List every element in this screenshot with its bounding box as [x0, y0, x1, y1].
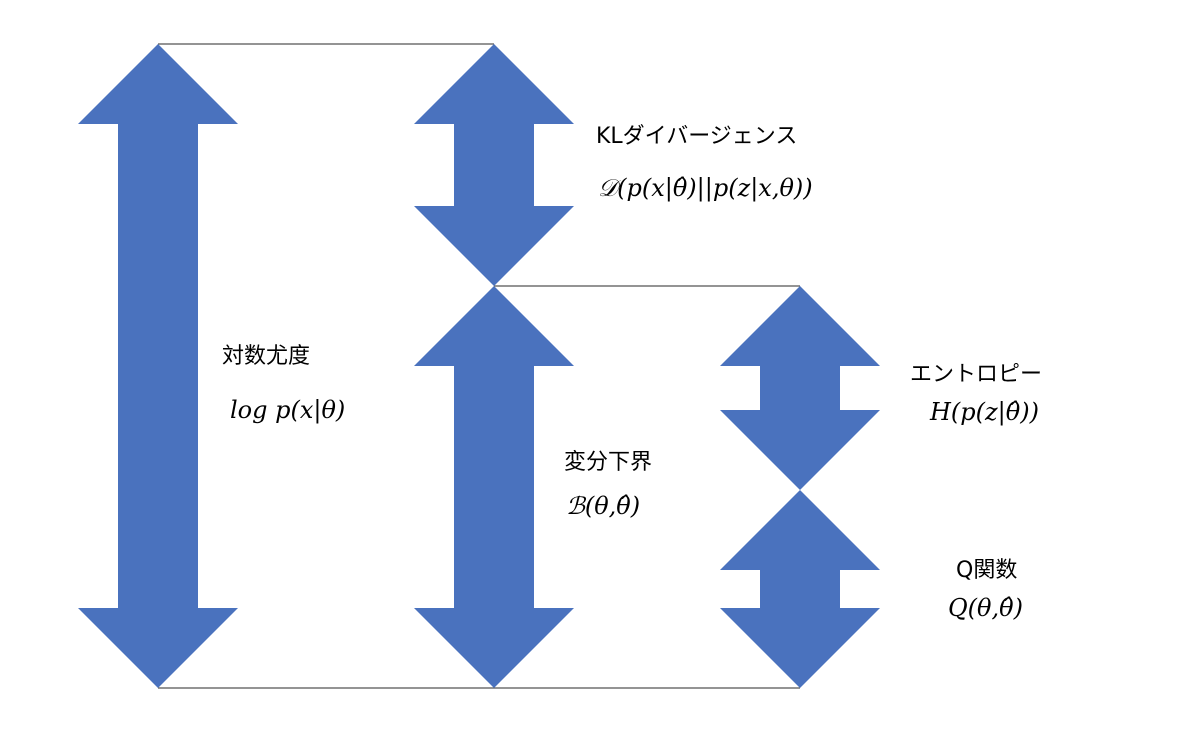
log-likelihood-label: 対数尤度: [222, 344, 311, 369]
q-function-arrow: [720, 490, 880, 688]
entropy-label: エントロピー: [910, 362, 1043, 387]
kl-divergence-label: KLダイバージェンス: [596, 124, 798, 149]
variational-lower-bound-arrow: [414, 286, 574, 688]
q-function-label: Q関数: [956, 558, 1018, 583]
log-likelihood-arrow: [78, 44, 238, 688]
entropy-arrow: [720, 286, 880, 490]
entropy-formula: H(p(z|θ̂)): [930, 398, 1039, 426]
variational-lower-bound-label: 変分下界: [564, 450, 653, 475]
log-likelihood-formula: log p(x|θ): [230, 396, 346, 424]
q-function-formula: Q(θ,θ̂): [948, 594, 1023, 622]
variational-lower-bound-formula: ℬ(θ,θ̂): [566, 492, 641, 520]
kl-divergence-arrow: [414, 44, 574, 286]
kl-divergence-formula: 𝒟(p(x|θ̂)||p(z|x,θ)): [598, 174, 813, 202]
